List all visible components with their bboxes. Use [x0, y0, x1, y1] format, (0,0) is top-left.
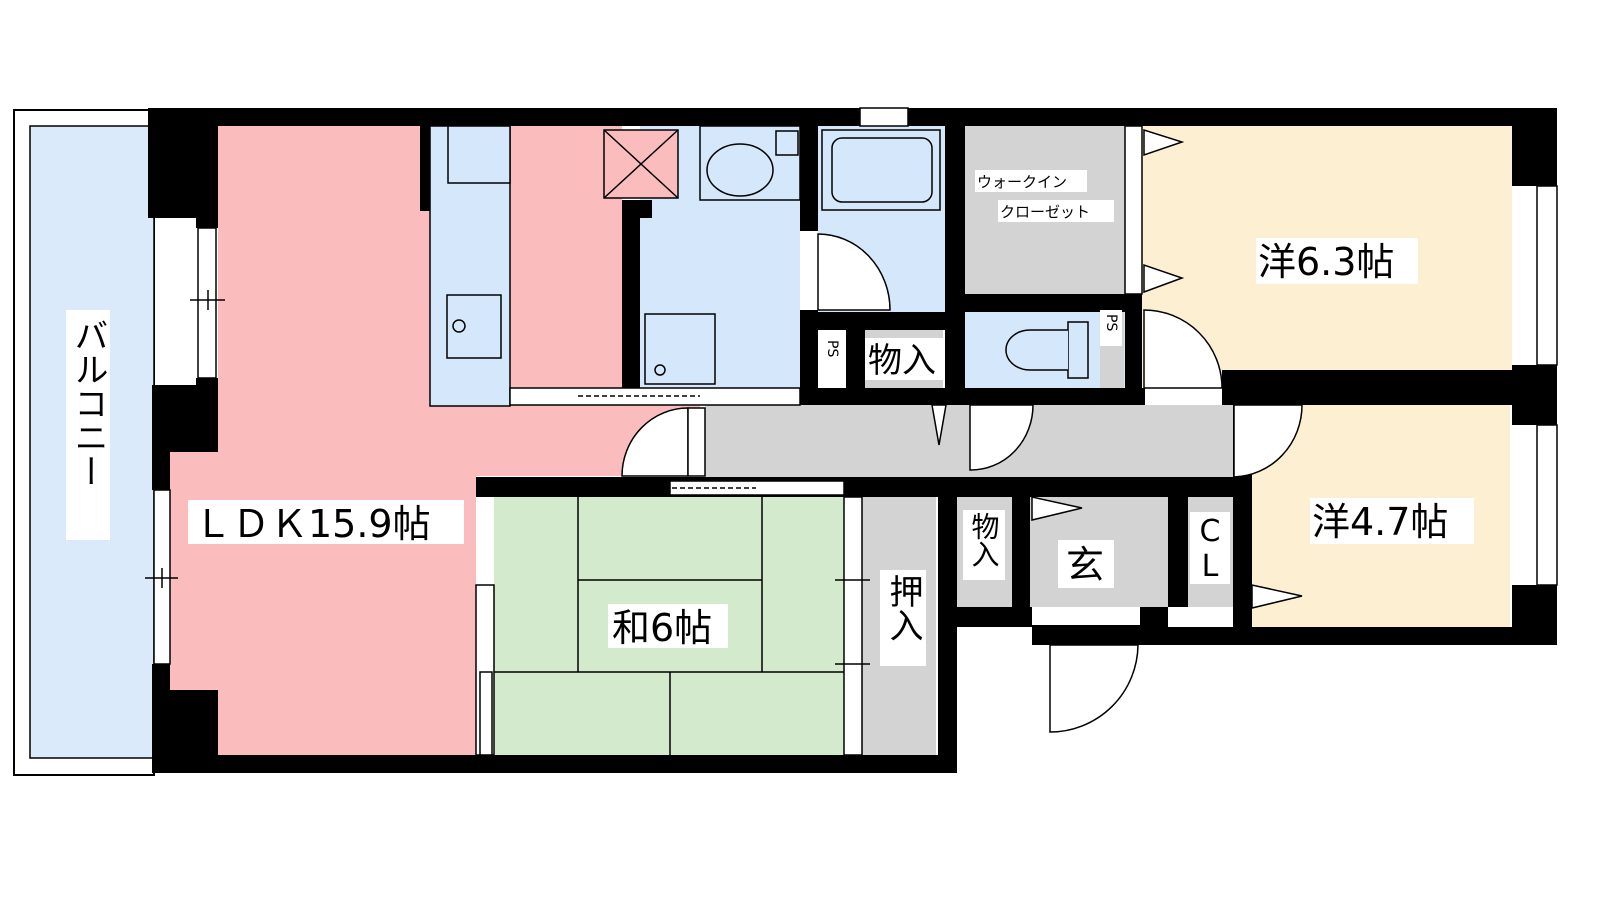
- window-top-bath: [859, 107, 909, 127]
- windows: [153, 107, 1558, 756]
- western-a-label: 洋6.3帖: [1258, 240, 1394, 284]
- wall-wash-left-top: [622, 200, 652, 218]
- kitchen-sink: [446, 294, 502, 359]
- wall-kitchen-top-col: [420, 126, 430, 211]
- wall-entry-low: [1032, 625, 1142, 645]
- window-ldk-upper: [197, 227, 217, 379]
- wall-wash-right: [800, 126, 818, 231]
- ps-right-label-bg: [1100, 310, 1122, 346]
- door-western-a: [1143, 309, 1223, 389]
- wall-western-split: [1222, 370, 1522, 405]
- wall-washitsu-top: [476, 477, 1246, 497]
- wall-bottom: [152, 755, 957, 773]
- oshiire-label: 押入: [883, 574, 923, 642]
- door-stop-cl: [1251, 584, 1303, 609]
- kitchen-counter-top: [447, 125, 511, 184]
- window-east-a: [1536, 185, 1558, 366]
- wall-storage-left: [846, 330, 865, 388]
- washbasin-bowl: [706, 143, 774, 197]
- door-western-b: [1233, 404, 1303, 478]
- storage-entry-label: 物入: [968, 512, 1001, 568]
- storage-center-label-bg: [865, 338, 943, 380]
- wall-left-column-1: [148, 108, 218, 218]
- walkin-label-line2: クローゼット: [1000, 203, 1090, 221]
- door-stop-wic-2: [1143, 263, 1185, 294]
- balcony-label: バルコニー: [68, 318, 108, 488]
- wall-entry-bottom: [957, 607, 1032, 627]
- window-tick-marks: [145, 290, 870, 665]
- wall-wash-right-low: [800, 310, 818, 405]
- window-wic-right: [1124, 125, 1143, 295]
- wic-label-bg-2: [998, 200, 1114, 222]
- wall-bath-right: [945, 126, 965, 405]
- ldk-label: ＬＤＫ15.9帖: [194, 502, 431, 546]
- storage-center-label: 物入: [868, 341, 936, 381]
- wall-entry-right: [1168, 497, 1188, 607]
- western-a-label-bg: [1256, 238, 1418, 284]
- western-b-label-bg: [1310, 498, 1474, 544]
- ldk-floor: [170, 126, 700, 755]
- wall-bath-bottom: [818, 312, 945, 330]
- wall-wash-left: [622, 200, 640, 395]
- oshiire-label-bg: [880, 570, 926, 666]
- wic-label-bg-1: [975, 170, 1087, 192]
- laundry-drain: [654, 364, 666, 376]
- kitchen-sink-drain: [452, 319, 466, 333]
- storage-entry-label-bg: [963, 510, 1005, 580]
- ceiling-hatch: [603, 129, 679, 199]
- wall-left-column-2: [152, 385, 218, 452]
- wall-right-col-top: [1512, 108, 1557, 186]
- toilet-tank: [1067, 321, 1089, 379]
- bathtub-inner: [831, 137, 933, 203]
- washbasin-tap: [775, 130, 799, 156]
- genkan-label: 玄: [1066, 543, 1104, 587]
- wall-entry-left: [1012, 497, 1030, 607]
- washitsu-label: 和6帖: [612, 606, 712, 650]
- western-b-label: 洋4.7帖: [1312, 500, 1448, 544]
- door-toilet: [969, 404, 1034, 471]
- door-stop-storage: [1031, 496, 1083, 521]
- ps-space-center: [818, 330, 846, 388]
- laundry-pan: [644, 313, 716, 385]
- slider-washitsu-left: [479, 671, 493, 756]
- door-stop-hall: [931, 404, 947, 446]
- wall-top-mid: [908, 108, 1518, 126]
- wall-east-bottom: [1140, 627, 1557, 645]
- tatami-lines: [494, 497, 844, 755]
- genkan-step: [1140, 497, 1168, 607]
- slider-washitsu-top: [669, 480, 845, 496]
- walkin-label-line1: ウォークイン: [977, 173, 1067, 191]
- wall-top-left: [148, 108, 860, 126]
- closet-label-bg: [1190, 512, 1230, 584]
- window-oshiire: [843, 496, 863, 756]
- door-ldk-hall: [621, 407, 689, 477]
- wall-left-1: [196, 218, 218, 228]
- ldk-label-bg: [188, 500, 464, 544]
- wall-hall-top: [800, 388, 1145, 405]
- wall-bottom-right: [938, 497, 957, 773]
- door-stop-wic-1: [1143, 128, 1185, 157]
- balcony-label-bg: [66, 310, 110, 540]
- wall-left-4: [152, 664, 170, 694]
- wall-western-left-top: [1125, 388, 1144, 405]
- door-entry: [1049, 644, 1139, 733]
- doors: [621, 128, 1303, 733]
- ps-label-center: PS: [824, 340, 840, 357]
- door-bath: [817, 233, 891, 311]
- wall-wic-bottom: [965, 294, 1125, 312]
- labels: バルコニー ＬＤＫ15.9帖 和6帖 押入 ウォークイン クローゼット 物入 P…: [66, 170, 1474, 666]
- sliding-doors: [479, 387, 845, 756]
- wall-right-bot: [1512, 585, 1557, 645]
- ps-label-right: PS: [1103, 314, 1119, 331]
- toilet-bowl: [1005, 329, 1068, 371]
- closet-label: CL: [1193, 514, 1228, 584]
- genkan-label-bg: [1058, 540, 1114, 588]
- washitsu-label-bg: [608, 604, 728, 648]
- window-east-b: [1536, 424, 1558, 586]
- wall-left-3: [152, 452, 170, 490]
